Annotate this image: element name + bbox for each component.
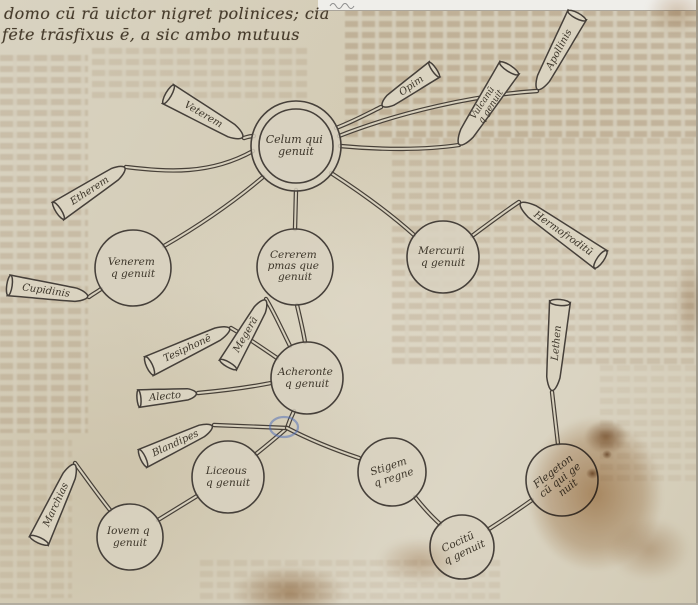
- banner-alecto: Alecto: [135, 384, 198, 409]
- banner-marchias: Marchias: [27, 459, 85, 549]
- node-cocitum: Cocitū q genuit: [429, 514, 495, 580]
- node-iovem: Iovem q genuit: [96, 503, 164, 571]
- banner-label: Lethen: [550, 325, 564, 362]
- banner-cupidinis: Cupidinis: [4, 274, 90, 308]
- banner-label: Hermofroditū: [531, 209, 595, 258]
- node-label: Liceous q genuit: [205, 465, 251, 489]
- node-ring: [96, 503, 164, 571]
- node-ring-inner: [258, 108, 334, 184]
- node-mercurii: Mercurii q genuit: [406, 220, 480, 294]
- node-stigem: Stigem q regne: [357, 437, 427, 507]
- node-ring: [256, 228, 334, 306]
- node-ring: [270, 341, 344, 415]
- node-liceous: Liceous q genuit: [191, 440, 265, 514]
- marginal-scribble: [329, 3, 355, 9]
- scan-edge-strip: [318, 0, 698, 11]
- banner-veterem: Veterem: [159, 82, 249, 148]
- node-label: Venerem q genuit: [108, 256, 158, 280]
- node-label: Iovem q genuit: [106, 525, 153, 549]
- banner-label: Alecto: [148, 390, 182, 404]
- banner-apollinis: Apollinis: [528, 8, 587, 94]
- node-label: Acheronte q genuit: [277, 366, 336, 390]
- manuscript-text-line: fēte trāsfixus ē, a sic ambo mutuus: [2, 25, 300, 44]
- node-ring: [94, 229, 172, 307]
- node-ring: [429, 514, 495, 580]
- banner-lethen: Lethen: [542, 299, 571, 392]
- node-ring: [406, 220, 480, 294]
- banner-hermofroditum: Hermofroditū: [514, 194, 609, 270]
- node-label: Celum qui genuit: [266, 133, 327, 158]
- node-ring: [191, 440, 265, 514]
- scan-edge-bottom: [0, 603, 698, 605]
- node-acheronte: Acheronte q genuit: [270, 341, 344, 415]
- banner-vulcanum: Vulcanū q genuit: [450, 59, 521, 151]
- node-flegeton: Flegeton cū qui ge nuit: [525, 443, 599, 517]
- blue-ink-annotation: [268, 415, 300, 439]
- connector: [161, 174, 266, 249]
- manuscript-text-line: domo cū rā uictor nigret polinices; cia: [4, 4, 330, 23]
- scan-edge-right: [696, 0, 698, 605]
- node-venerem: Venerem q genuit: [94, 229, 172, 307]
- banner-tesiphonem: Tesiphonē: [141, 318, 235, 378]
- node-ring: [357, 437, 427, 507]
- node-label: Mercurii q genuit: [417, 245, 468, 269]
- node-cererem: Cererem pmas que genuit: [256, 228, 334, 306]
- node-label: Cererem pmas que genuit: [268, 249, 323, 283]
- banner-etherem: Etherem: [49, 158, 132, 222]
- node-celum: Celum qui genuit: [250, 100, 342, 192]
